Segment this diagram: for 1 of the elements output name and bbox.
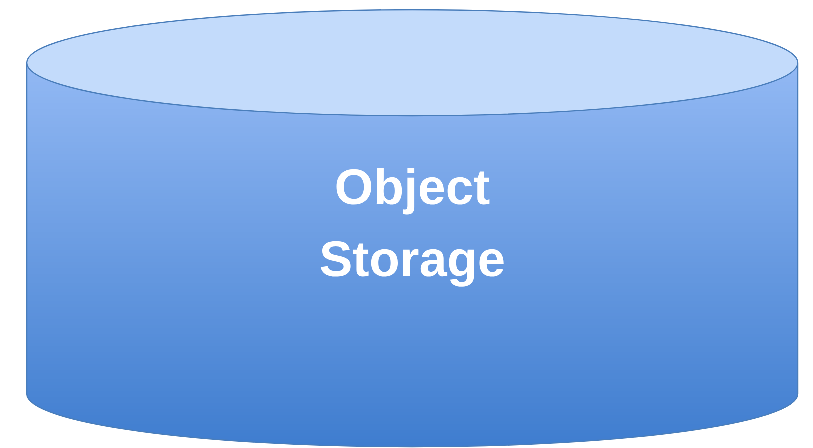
cylinder: Object Storage — [26, 9, 799, 448]
